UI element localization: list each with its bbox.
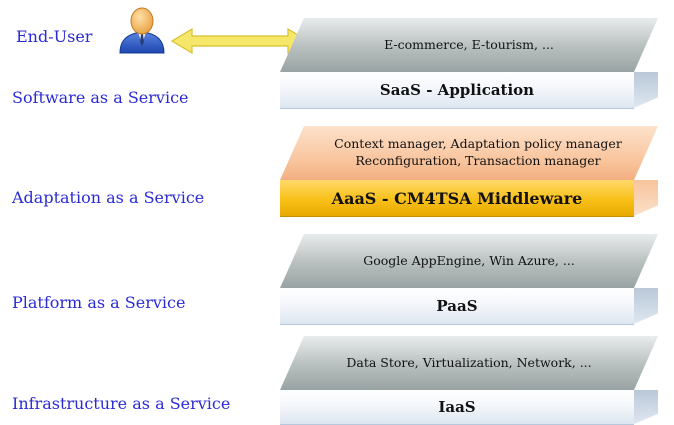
end-user-label: End-User (16, 27, 93, 46)
iaas-layer-front: IaaS (280, 390, 634, 425)
iaas-layer-top: Data Store, Virtualization, Network, ... (280, 336, 658, 390)
aaas-layer-top: Context manager, Adaptation policy manag… (280, 126, 658, 180)
paas-examples: Google AppEngine, Win Azure, ... (363, 252, 575, 268)
aaas-title: AaaS - CM4TSA Middleware (331, 188, 583, 208)
paas-layer-front: PaaS (280, 288, 634, 325)
aaas-layer-side (634, 180, 658, 216)
iaas-layer-side (634, 390, 658, 424)
aaas-components-line1: Context manager, Adaptation policy manag… (334, 136, 622, 152)
aaas-components-line2: Reconfiguration, Transaction manager (355, 153, 601, 168)
aaas-layer-front: AaaS - CM4TSA Middleware (280, 180, 634, 217)
paas-title: PaaS (436, 297, 478, 315)
paas-label: Platform as a Service (12, 293, 186, 312)
iaas-label: Infrastructure as a Service (12, 394, 231, 413)
paas-layer-top: Google AppEngine, Win Azure, ... (280, 234, 658, 288)
aaas-label: Adaptation as a Service (12, 188, 205, 207)
iaas-title: IaaS (438, 398, 476, 416)
saas-title: SaaS - Application (379, 81, 535, 99)
saas-layer-top: E-commerce, E-tourism, ... (280, 18, 658, 72)
paas-layer-side (634, 288, 658, 324)
iaas-examples: Data Store, Virtualization, Network, ... (346, 354, 592, 370)
saas-layer-side (634, 72, 658, 108)
user-avatar-icon (119, 7, 165, 54)
saas-label: Software as a Service (12, 88, 189, 107)
double-headed-arrow-icon (170, 27, 310, 55)
saas-examples: E-commerce, E-tourism, ... (384, 36, 554, 52)
saas-layer-front: SaaS - Application (280, 72, 634, 109)
